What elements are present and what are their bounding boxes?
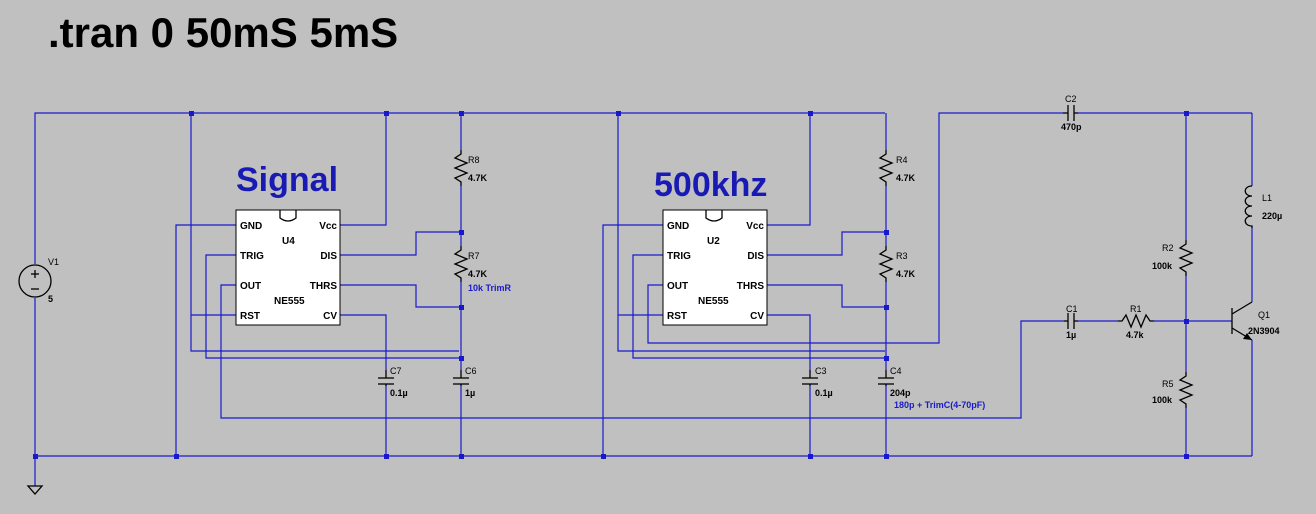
l1-ref: L1 bbox=[1262, 193, 1272, 203]
resistor-icon bbox=[878, 150, 894, 186]
u2-pin-trig: TRIG bbox=[667, 251, 691, 262]
u4-pin-cv: CV bbox=[323, 311, 337, 322]
junctions bbox=[33, 111, 1189, 459]
r7-resistor[interactable]: R7 4.7K 10k TrimR bbox=[453, 246, 512, 293]
v1-source[interactable]: V1 5 bbox=[18, 257, 59, 304]
r8-ref: R8 bbox=[468, 155, 480, 165]
u2-pin-dis: DIS bbox=[747, 251, 764, 262]
u2-pin-vcc: Vcc bbox=[746, 221, 764, 232]
wires bbox=[34, 112, 1253, 486]
q1-transistor[interactable]: Q1 2N3904 bbox=[1231, 301, 1280, 341]
u2-model: NE555 bbox=[698, 296, 729, 307]
q1-ref: Q1 bbox=[1258, 310, 1270, 320]
c4-ref: C4 bbox=[890, 366, 902, 376]
r1-ref: R1 bbox=[1130, 304, 1142, 314]
r8-resistor[interactable]: R8 4.7K bbox=[453, 150, 488, 186]
c4-value: 204p bbox=[890, 388, 911, 398]
r4-value: 4.7K bbox=[896, 173, 916, 183]
c4-capacitor[interactable]: C4 204p 180p + TrimC(4-70pF) bbox=[878, 366, 985, 410]
r8-value: 4.7K bbox=[468, 173, 488, 183]
r3-resistor[interactable]: R3 4.7K bbox=[878, 246, 916, 282]
r7-note: 10k TrimR bbox=[468, 283, 512, 293]
capacitor-icon bbox=[378, 370, 394, 386]
u4-pin-thrs: THRS bbox=[310, 281, 338, 292]
capacitor-icon bbox=[453, 370, 469, 386]
resistor-icon bbox=[453, 246, 469, 282]
r4-resistor[interactable]: R4 4.7K bbox=[878, 150, 916, 186]
r5-resistor[interactable]: R5 100k bbox=[1152, 372, 1194, 408]
r3-value: 4.7K bbox=[896, 269, 916, 279]
resistor-icon bbox=[1118, 313, 1154, 329]
u2-pin-thrs: THRS bbox=[737, 281, 765, 292]
c6-value: 1µ bbox=[465, 388, 475, 398]
v1-value: 5 bbox=[48, 294, 53, 304]
c7-value: 0.1µ bbox=[390, 388, 408, 398]
u2-ref: U2 bbox=[707, 236, 720, 247]
capacitor-icon bbox=[802, 370, 818, 386]
u4-ref: U4 bbox=[282, 236, 295, 247]
c7-capacitor[interactable]: C7 0.1µ bbox=[378, 366, 408, 398]
u4-pin-gnd: GND bbox=[240, 221, 262, 232]
resistor-icon bbox=[878, 246, 894, 282]
capacitor-icon bbox=[1063, 105, 1078, 121]
r3-ref: R3 bbox=[896, 251, 908, 261]
v1-ref: V1 bbox=[48, 257, 59, 267]
q1-value: 2N3904 bbox=[1248, 326, 1280, 336]
u2-pin-out: OUT bbox=[667, 281, 688, 292]
r7-ref: R7 bbox=[468, 251, 480, 261]
inductor-icon bbox=[1244, 185, 1253, 228]
npn-transistor-icon bbox=[1231, 301, 1253, 341]
c3-value: 0.1µ bbox=[815, 388, 833, 398]
r1-value: 4.7k bbox=[1126, 330, 1145, 340]
c1-capacitor[interactable]: C1 1µ bbox=[1064, 304, 1078, 340]
resistor-icon bbox=[453, 150, 469, 186]
c2-value: 470p bbox=[1061, 122, 1082, 132]
u2-pin-gnd: GND bbox=[667, 221, 689, 232]
c1-value: 1µ bbox=[1066, 330, 1076, 340]
voltage-source-icon bbox=[18, 264, 52, 298]
c6-ref: C6 bbox=[465, 366, 477, 376]
c2-capacitor[interactable]: C2 470p bbox=[1061, 94, 1082, 132]
u4-pin-rst: RST bbox=[240, 311, 260, 322]
signal-label[interactable]: Signal bbox=[236, 161, 338, 199]
r2-ref: R2 bbox=[1162, 243, 1174, 253]
l1-inductor[interactable]: L1 220µ bbox=[1244, 185, 1282, 228]
ic-notch-icon bbox=[705, 210, 723, 222]
u4-ne555[interactable]: GND TRIG OUT RST Vcc DIS THRS CV U4 NE55… bbox=[235, 209, 341, 326]
u4-pin-trig: TRIG bbox=[240, 251, 264, 262]
c2-ref: C2 bbox=[1065, 94, 1077, 104]
u4-pin-out: OUT bbox=[240, 281, 261, 292]
resistor-icon bbox=[1178, 240, 1194, 276]
u2-pin-rst: RST bbox=[667, 311, 687, 322]
u4-pin-vcc: Vcc bbox=[319, 221, 337, 232]
500khz-label[interactable]: 500khz bbox=[654, 166, 767, 204]
u4-model: NE555 bbox=[274, 296, 305, 307]
resistor-icon bbox=[1178, 372, 1194, 408]
c6-capacitor[interactable]: C6 1µ bbox=[453, 366, 477, 398]
r4-ref: R4 bbox=[896, 155, 908, 165]
c7-ref: C7 bbox=[390, 366, 402, 376]
l1-value: 220µ bbox=[1262, 211, 1282, 221]
r5-value: 100k bbox=[1152, 395, 1173, 405]
spice-directive[interactable]: .tran 0 50mS 5mS bbox=[48, 9, 398, 56]
c1-ref: C1 bbox=[1066, 304, 1078, 314]
u2-ne555[interactable]: GND TRIG OUT RST Vcc DIS THRS CV U2 NE55… bbox=[662, 209, 768, 326]
capacitor-icon bbox=[878, 370, 894, 386]
r5-ref: R5 bbox=[1162, 379, 1174, 389]
r7-value: 4.7K bbox=[468, 269, 488, 279]
r1-resistor[interactable]: R1 4.7k bbox=[1118, 304, 1154, 340]
ic-notch-icon bbox=[279, 210, 297, 222]
ground-icon bbox=[26, 485, 44, 495]
u4-pin-dis: DIS bbox=[320, 251, 337, 262]
c4-note: 180p + TrimC(4-70pF) bbox=[894, 400, 985, 410]
r2-resistor[interactable]: R2 100k bbox=[1152, 240, 1194, 276]
u2-pin-cv: CV bbox=[750, 311, 764, 322]
c3-capacitor[interactable]: C3 0.1µ bbox=[802, 366, 833, 398]
r2-value: 100k bbox=[1152, 261, 1173, 271]
c3-ref: C3 bbox=[815, 366, 827, 376]
capacitor-icon bbox=[1064, 313, 1078, 329]
